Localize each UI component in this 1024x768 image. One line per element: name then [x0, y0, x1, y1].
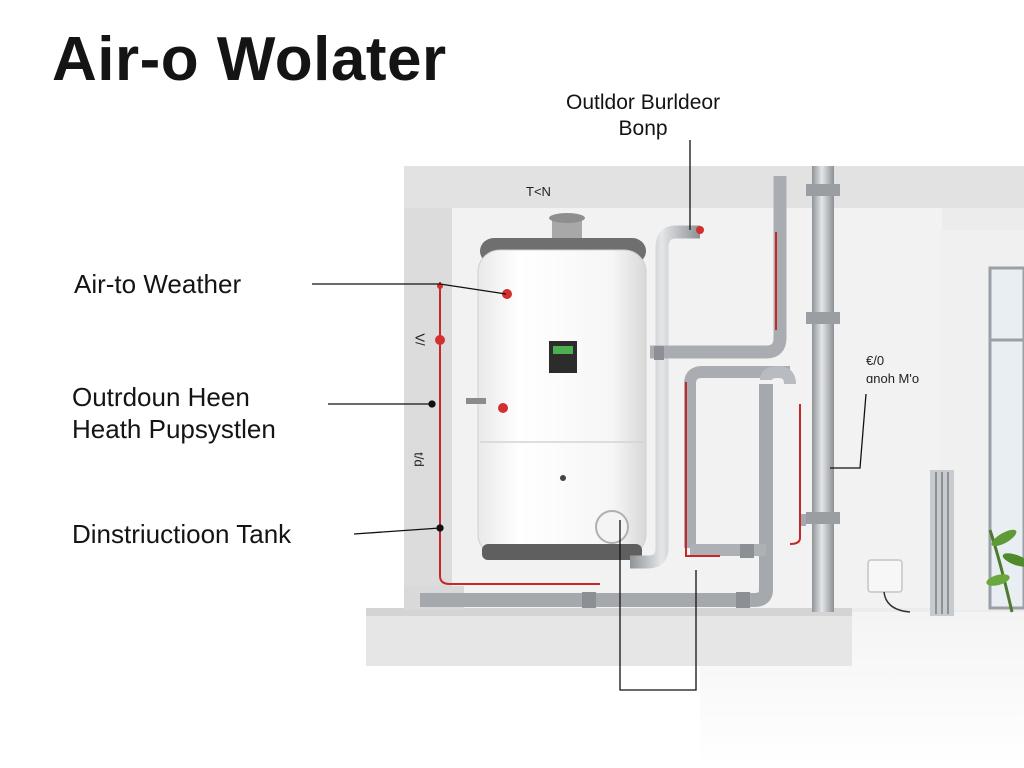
- callout-outdoor-heat-pump: Outrdoun Heen Heath Pupsystlen: [72, 381, 276, 445]
- tank-base: [482, 544, 642, 560]
- control-display: [553, 346, 573, 354]
- hot-water-line: [439, 282, 600, 585]
- callout-distribution-tank: Dinstriuctioon Tank: [72, 519, 292, 549]
- red-dot-tank-2: [498, 403, 508, 413]
- wall-control-box: [867, 559, 903, 593]
- control-cable: [883, 591, 911, 613]
- left-wall-face: [404, 208, 452, 608]
- callout-outdoor-heat-line2: Heath Pupsystlen: [72, 414, 276, 444]
- red-line-pipe-mid: [789, 404, 801, 545]
- red-dot-1: [435, 335, 445, 345]
- callout-air-to-water: Air-to Weather: [74, 269, 242, 299]
- control-panel: [549, 341, 577, 373]
- control-knob: [560, 475, 566, 481]
- right-mark-label: €/0 ɑnoh M'o: [866, 352, 919, 388]
- red-dot-tank-1: [502, 289, 512, 299]
- callout-outdoor-booster-line1: Outldor Burldeor: [566, 91, 721, 114]
- ceiling-strip: [404, 166, 1024, 208]
- leader-lines: [312, 140, 867, 691]
- right-mark-line2: ɑnoh M'o: [866, 371, 920, 386]
- red-line-pipe-left: [685, 382, 720, 557]
- radiator: [930, 470, 954, 616]
- side-mark-1-label: V/: [412, 333, 428, 346]
- top-mark-label: T<N: [526, 184, 551, 199]
- diagram-title: Air-o Wolater: [52, 25, 447, 94]
- side-mark-2-label: t/d: [411, 452, 427, 467]
- callout-outdoor-booster-pump: Outldor Burldeor Bonp: [566, 90, 720, 142]
- side-valve: [466, 398, 486, 404]
- callout-outdoor-heat-line1: Outrdoun Heen: [72, 382, 250, 412]
- concrete-base-top: [366, 608, 852, 616]
- pipe-network: [420, 166, 840, 612]
- callout-outdoor-booster-line2: Bonp: [618, 117, 668, 140]
- concrete-base: [366, 608, 852, 666]
- plant: [986, 529, 1024, 613]
- red-dot-pipe: [696, 226, 704, 234]
- pressure-gauge: [595, 510, 629, 544]
- right-mark-line1: €/0: [866, 353, 885, 368]
- tank-vent-cap: [549, 213, 585, 223]
